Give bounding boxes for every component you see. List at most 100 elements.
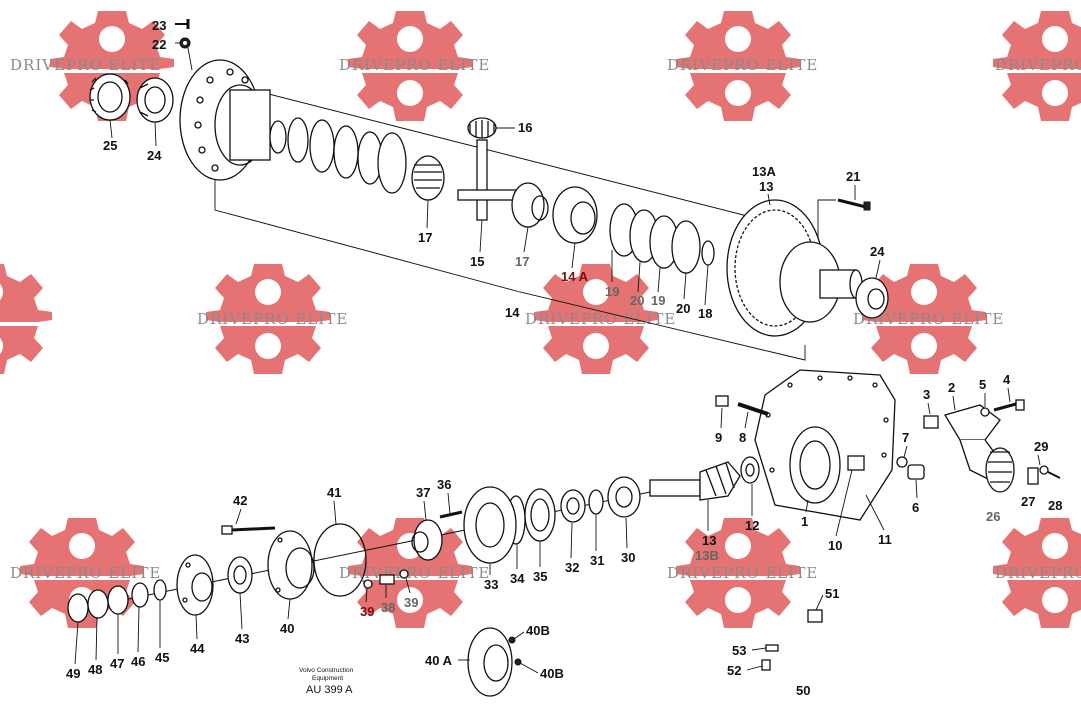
callout-28: 28 [1048,498,1062,513]
bearing-24b-icon [855,277,889,319]
seal-12-icon [740,456,760,484]
assembly-bracket [214,180,806,361]
callout-45: 45 [155,650,169,665]
footer-company-line2: Equipment [312,675,343,682]
callout-38: 38 [381,600,395,615]
footer-drawing-code: AU 399 A [306,684,353,696]
callout-40b: 40B [526,623,550,638]
callout-24b: 24 [870,244,885,259]
cross-shaft-15-icon [457,139,519,221]
bolt-28-icon [1047,471,1061,479]
watermark-text: DRIVEPRO ELITE [667,56,818,74]
callout-44: 44 [190,641,205,656]
watermark-text: DRIVEPRO ELITE [525,310,676,328]
callout-52: 52 [727,663,741,678]
callout-labels: 23 22 25 24 16 17 15 17 14 A 19 20 19 20… [66,18,1062,698]
callout-37: 37 [416,485,430,500]
crown-wheel-13-icon [726,199,863,337]
callout-24: 24 [147,148,162,163]
o-ring-41-icon [313,523,367,597]
callout-3: 3 [923,387,930,402]
callout-39b: 39 [404,595,418,610]
callout-22: 22 [152,37,166,52]
callout-46: 46 [131,654,145,669]
callout-13b: 13B [695,548,719,563]
clutch-disc-19-20-icon [609,203,715,274]
ring-49-icon [67,593,89,623]
bolt-21-icon [837,198,871,211]
callout-26: 26 [986,509,1000,524]
flange-40a-icon [467,627,513,697]
callout-50: 50 [796,683,810,698]
callout-17: 17 [418,230,432,245]
watermark-text: DRIVEPRO ELITE [995,56,1081,74]
callout-31: 31 [590,553,604,568]
footer-company-line1: Volvo Construction [299,667,354,674]
screw-40b2-icon [514,658,522,666]
housing-14a-icon [552,186,598,244]
callout-51: 51 [825,586,839,601]
callout-39: 39 [360,604,374,619]
callout-19: 19 [605,284,619,299]
callout-9: 9 [715,430,722,445]
watermark-text: DRIVEPRO ELITE [667,564,818,582]
callout-33: 33 [484,577,498,592]
washer-39b-icon [399,569,409,579]
nut-9-icon [715,395,729,407]
plug-6-icon [907,464,925,480]
bearing-30-icon [607,476,641,518]
callout-48: 48 [88,662,102,677]
washer-45-icon [153,579,167,601]
housing-40-icon [267,530,315,600]
watermark-text: DRIVEPRO ELITE [197,310,348,328]
watermark-text: DRIVEPRO ELITE [339,564,490,582]
callout-7: 7 [902,430,909,445]
callout-40b2: 40B [540,666,564,681]
callout-13a: 13A [752,164,776,179]
callout-16: 16 [518,120,532,135]
bevel-gear-17-icon [411,155,445,201]
callout-20: 20 [630,293,644,308]
washer-22-icon [179,37,191,49]
washer-46-icon [131,582,149,608]
gasket-35-icon [524,488,556,542]
callout-13c: 13 [702,533,716,548]
callout-17b: 17 [515,254,529,269]
screw-40b-icon [508,636,516,644]
callout-19b: 19 [651,293,665,308]
callout-18: 18 [698,306,712,321]
callout-14a: 14 A [561,269,589,284]
watermark-layer: DRIVEPRO ELITE DRIVEPRO ELITE DRIVEPRO E… [0,11,1081,628]
callout-40: 40 [280,621,294,636]
bolt-52-icon [761,659,771,671]
stud-8-icon [737,402,769,416]
callout-23: 23 [152,18,166,33]
washer-39-icon [363,579,373,589]
watermark-text: DRIVEPRO ELITE [339,56,490,74]
callout-10: 10 [828,538,842,553]
callout-53: 53 [732,643,746,658]
sleeve-37-icon [411,519,443,561]
callout-5: 5 [979,377,986,392]
differential-flange-icon [179,59,271,181]
watermark-text: DRIVEPRO ELITE [10,56,161,74]
leader-line [817,199,836,238]
differential-assembly [89,19,889,361]
washer-29-icon [1039,465,1049,475]
leader-lines [74,23,1041,674]
nut-3-icon [923,415,939,429]
callout-29: 29 [1034,439,1048,454]
callout-25: 25 [103,138,117,153]
clamp-51-icon [807,609,823,623]
bearing-24-icon [136,77,174,123]
clutch-disc-stack-icon [269,117,407,194]
bolt-4-icon [993,399,1025,412]
callout-2: 2 [948,380,955,395]
callout-11: 11 [878,532,892,547]
callout-42: 42 [233,493,247,508]
bevel-gear-17b-icon [511,182,549,228]
watermark-text: DRIVEPRO ELITE [853,310,1004,328]
callout-6: 6 [912,500,919,515]
callout-4: 4 [1003,372,1011,387]
